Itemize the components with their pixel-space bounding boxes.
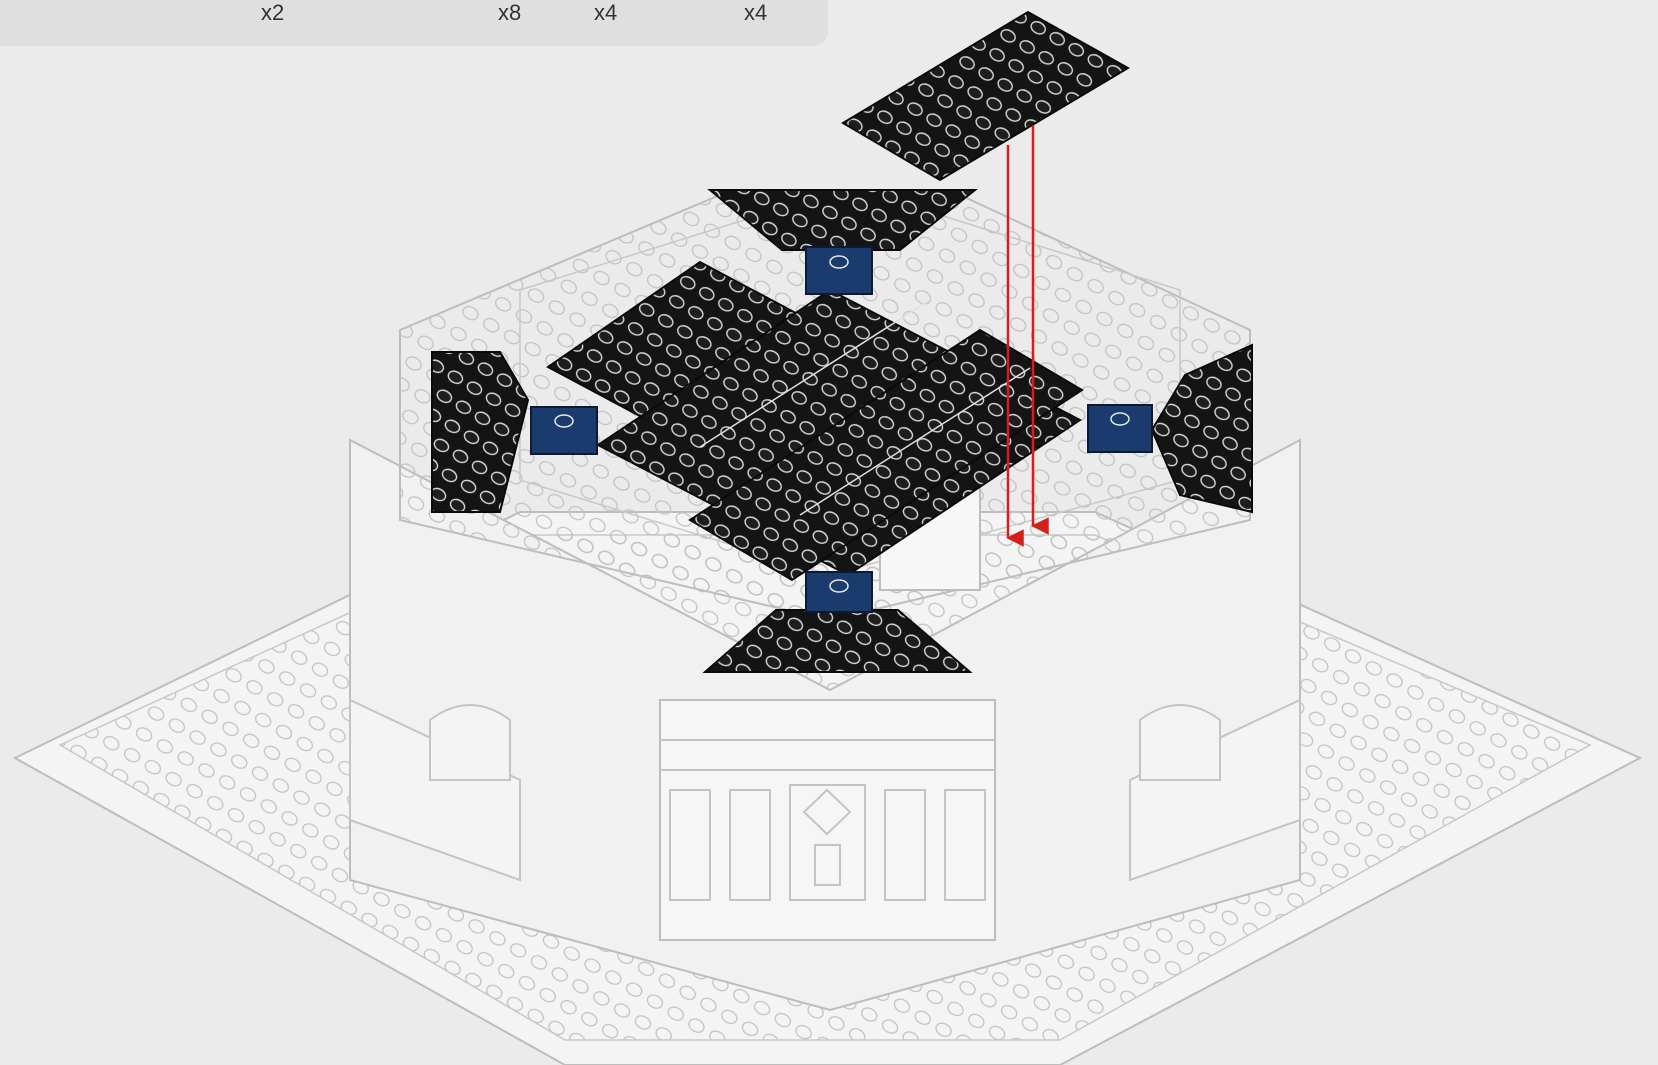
tile-right xyxy=(1088,405,1152,452)
tile-top xyxy=(806,247,872,294)
new-plate-floating xyxy=(843,12,1128,180)
tile-left xyxy=(531,407,597,454)
tile-bottom xyxy=(806,572,872,612)
